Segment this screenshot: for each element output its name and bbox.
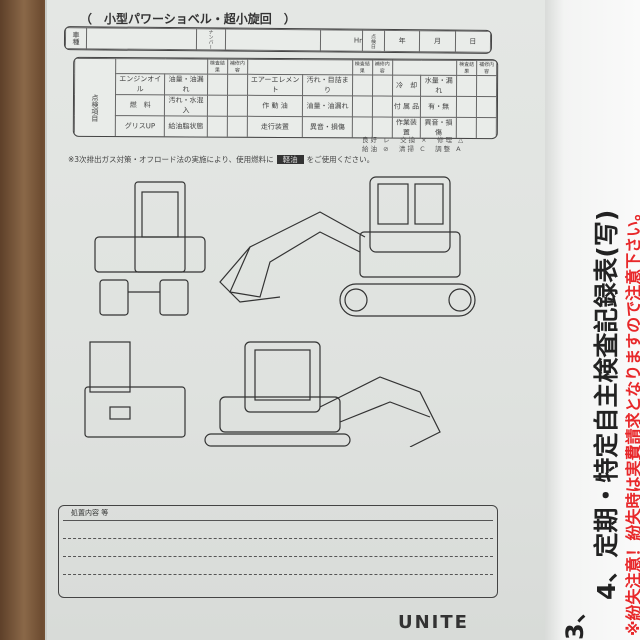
result-cell[interactable] xyxy=(351,116,373,138)
item-name: エアーエレメント xyxy=(247,74,303,96)
date-label: 点検日 xyxy=(362,30,385,52)
result-cell[interactable] xyxy=(456,96,477,118)
note-highlight: 軽油 xyxy=(276,155,304,164)
legend-line: 良好 レ 交換 × 修理 △ xyxy=(362,136,466,144)
item-criterion: 異音・損傷 xyxy=(302,116,353,138)
repair-header: 補修内容 xyxy=(227,59,248,75)
envelope-item-3: 3、 xyxy=(561,599,589,640)
form-title: （ 小型パワーショベル・超小旋回 ） xyxy=(80,12,296,26)
result-cell[interactable] xyxy=(352,95,373,117)
repair-cell[interactable] xyxy=(371,116,393,139)
item-criterion: 油量・油漏れ xyxy=(302,95,353,117)
excavator-side-view-top xyxy=(219,176,476,317)
item-criterion: 汚れ・水混入 xyxy=(164,94,208,117)
note-text: ※3次排出ガス対策・オフロード法の実施により、使用燃料に xyxy=(68,155,274,164)
number-label: ナンバー xyxy=(196,28,226,51)
loss-warning: ※紛失注意！紛失時は実費請求となりますので注意下さい。 xyxy=(624,204,640,636)
legend-line: 給油 ⊘ 清掃 C 調整 A xyxy=(362,145,463,153)
result-cell[interactable] xyxy=(207,74,228,96)
item-name: エンジンオイル xyxy=(115,73,165,95)
year-field[interactable]: 年 xyxy=(384,30,420,52)
group-header xyxy=(392,60,457,76)
note-text: をご使用ください。 xyxy=(306,155,375,164)
item-criterion: 汚れ・目詰まり xyxy=(302,74,353,96)
repair-cell[interactable] xyxy=(227,116,248,138)
excavator-side-view-bottom xyxy=(204,341,441,447)
result-header: 検査結果 xyxy=(456,60,477,76)
group-header xyxy=(115,58,208,75)
result-cell[interactable] xyxy=(207,116,228,138)
fuel-note: ※3次排出ガス対策・オフロード法の実施により、使用燃料に軽油をご使用ください。 xyxy=(68,154,374,165)
repair-cell[interactable] xyxy=(476,75,497,97)
excavator-diagrams xyxy=(84,176,476,447)
result-cell[interactable] xyxy=(352,74,373,96)
excavator-rear-view-top xyxy=(94,181,206,316)
repair-header: 補修内容 xyxy=(476,60,497,76)
remarks-line xyxy=(63,574,493,575)
repair-header: 補修内容 xyxy=(372,59,393,76)
item-criterion: 油量・油漏れ xyxy=(164,73,208,96)
item-name: 冷 却 xyxy=(392,75,421,97)
month-field[interactable]: 月 xyxy=(419,30,456,53)
remarks-line xyxy=(63,556,493,557)
header-table: 車種 ナンバー Hr 点検日 年 月 日 xyxy=(63,26,493,54)
envelope-item-4: 4、定期・特定自主検査記録表(写) xyxy=(592,209,621,600)
repair-cell[interactable] xyxy=(227,74,248,96)
model-label: 車種 xyxy=(65,27,87,49)
remarks-box[interactable]: 処置内容 等 xyxy=(58,505,498,598)
number-field[interactable] xyxy=(225,29,321,51)
repair-cell[interactable] xyxy=(227,95,248,117)
remarks-line xyxy=(63,520,493,521)
item-name: グリスUP xyxy=(115,115,165,137)
inspection-items-label: 点検項目 xyxy=(74,58,116,140)
result-header: 検査結果 xyxy=(207,59,228,75)
remarks-line xyxy=(63,538,493,539)
repair-cell[interactable] xyxy=(372,74,393,97)
excavator-rear-view-bottom xyxy=(84,341,186,438)
item-criterion: 給油脂状態 xyxy=(164,115,208,138)
item-name: 付 属 品 xyxy=(392,96,421,118)
day-field[interactable]: 日 xyxy=(455,31,491,53)
envelope: 3、 4、定期・特定自主検査記録表(写) ※紛失注意！紛失時は実費請求となります… xyxy=(545,0,640,640)
inspection-table: 点検項目検査結果補修内容検査結果補修内容検査結果補修内容エンジンオイル油量・油漏… xyxy=(72,56,499,140)
hours-label: Hr xyxy=(320,29,363,52)
legend: 良好 レ 交換 × 修理 △ 給油 ⊘ 清掃 C 調整 A xyxy=(362,136,465,154)
remarks-label: 処置内容 等 xyxy=(71,509,109,517)
repair-cell[interactable] xyxy=(476,117,497,139)
result-cell[interactable] xyxy=(207,95,228,117)
group-header xyxy=(247,59,353,75)
result-cell[interactable] xyxy=(456,75,477,97)
item-criterion: 水量・漏れ xyxy=(420,75,457,97)
item-criterion: 有・無 xyxy=(420,96,457,118)
model-field[interactable] xyxy=(86,27,197,50)
item-name: 作 動 油 xyxy=(247,95,303,117)
item-name: 走行装置 xyxy=(247,116,303,138)
repair-cell[interactable] xyxy=(476,96,497,118)
result-header: 検査結果 xyxy=(352,59,373,75)
item-name: 燃 料 xyxy=(115,94,165,116)
repair-cell[interactable] xyxy=(372,95,393,118)
unite-logo: UNITE xyxy=(398,612,469,633)
